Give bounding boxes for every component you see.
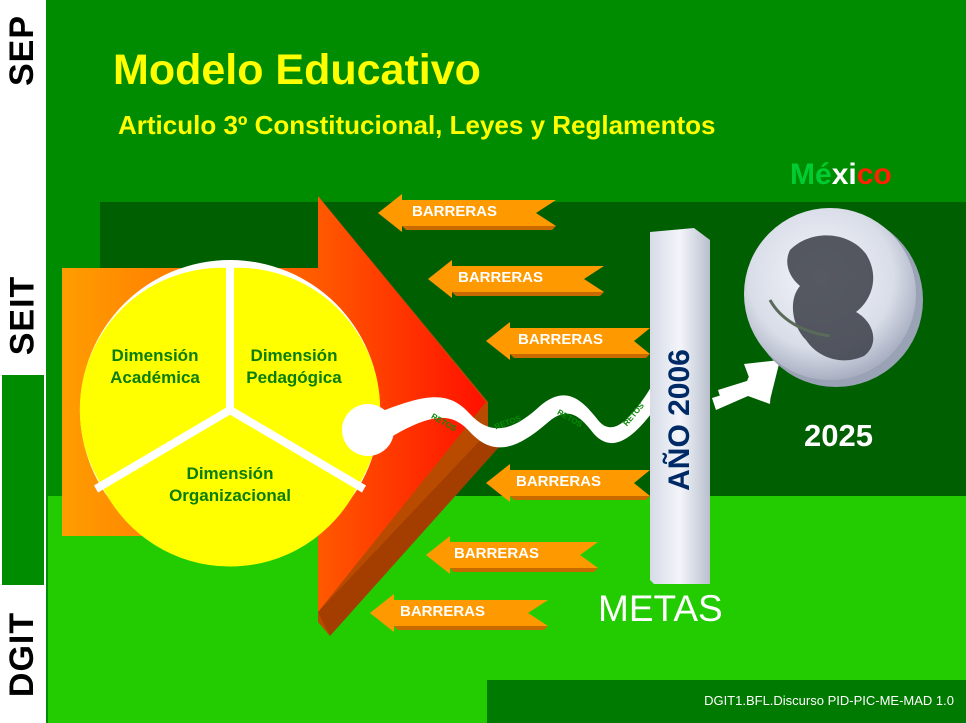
dimension-organizacional-line1: Dimensión: [186, 464, 274, 483]
barrier-arrow-3: BARRERAS: [486, 322, 650, 360]
goal-year: 2025: [804, 418, 873, 453]
retos-ribbon: [380, 372, 674, 448]
barrier-label-4: BARRERAS: [516, 473, 602, 490]
mexico-part-2: xi: [831, 158, 857, 191]
barrier-label-5: BARRERAS: [454, 545, 540, 562]
mexico-part-1: Mé: [790, 158, 832, 191]
pie-divider-right: [227, 406, 367, 493]
dimension-pedagogica-label: Dimensión Pedagógica: [232, 345, 356, 389]
pie-divider-left: [93, 406, 233, 493]
goal-arrow-head: [718, 360, 780, 402]
barrier-label-3: BARRERAS: [518, 331, 604, 348]
footer-text: DGIT1.BFL.Discurso PID-PIC-ME-MAD 1.0: [704, 693, 954, 708]
eagle-icon: [787, 235, 874, 361]
mexico-label: México: [790, 158, 892, 192]
dimension-pedagogica-line1: Dimensión: [250, 346, 338, 365]
dimension-organizacional-label: Dimensión Organizacional: [150, 463, 310, 507]
dimension-academica-line1: Dimensión: [111, 346, 199, 365]
page-title: Modelo Educativo: [113, 46, 481, 94]
barrier-arrow-4: BARRERAS: [486, 464, 650, 502]
dimension-academica-line2: Académica: [110, 368, 200, 387]
pillar-label-box: AÑO 2006: [652, 300, 708, 540]
sidebar-green-block: [2, 375, 44, 585]
footer-bar: DGIT1.BFL.Discurso PID-PIC-ME-MAD 1.0: [487, 680, 966, 723]
barrier-label-2: BARRERAS: [458, 269, 544, 286]
house-arrow-bottom-edge: [318, 432, 500, 636]
barrier-arrow-6: BARRERAS: [370, 594, 548, 632]
dimension-academica-label: Dimensión Académica: [92, 345, 218, 389]
sidebar: SEP SEIT DGIT: [0, 0, 46, 723]
goal-pillar: [650, 228, 710, 584]
pillar-label: AÑO 2006: [663, 349, 696, 491]
barrier-label-1: BARRERAS: [412, 203, 498, 220]
connector-ball: [342, 404, 394, 456]
page-subtitle: Articulo 3º Constitucional, Leyes y Regl…: [118, 110, 716, 140]
barrier-arrow-2: BARRERAS: [428, 260, 604, 298]
mexico-part-3: co: [856, 158, 892, 191]
barrier-label-6: BARRERAS: [400, 603, 486, 620]
barrier-arrow-1: BARRERAS: [378, 194, 556, 232]
seal-branch-icon: [768, 299, 831, 338]
barrier-arrow-5: BARRERAS: [426, 536, 598, 574]
dimension-organizacional-line2: Organizacional: [169, 486, 291, 505]
metas-label: METAS: [598, 588, 723, 629]
dimension-pedagogica-line2: Pedagógica: [246, 368, 342, 387]
